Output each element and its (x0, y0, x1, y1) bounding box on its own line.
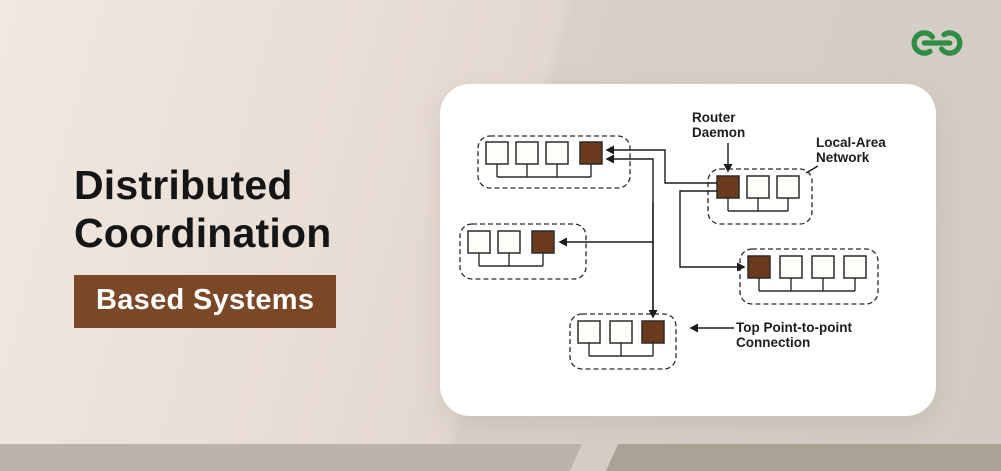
bottom-strip-right (600, 444, 1001, 471)
connection-line-trunk-to-a (605, 154, 654, 315)
computer-node (467, 230, 491, 254)
computer-node (545, 141, 569, 165)
computer-node (746, 175, 770, 199)
lan-group-c (459, 223, 587, 280)
page-title-line2: Coordination (74, 209, 332, 256)
connection-line-b-to-d (679, 190, 746, 272)
router-daemon-node (579, 141, 603, 165)
router-daemon-node (641, 320, 665, 344)
router-daemon-node (531, 230, 555, 254)
lan-group-d (739, 248, 879, 305)
router-daemon-label-line1: Router (692, 110, 736, 125)
lan-label-line1: Local-Area (816, 135, 886, 150)
page-title-line1: Distributed (74, 162, 293, 208)
logo-right-g (937, 30, 963, 56)
computer-node (577, 320, 601, 344)
router-daemon-node (716, 175, 740, 199)
p2p-label-line2: Connection (736, 335, 810, 350)
logo-left-g (911, 30, 937, 56)
lan-label-line2: Network (816, 150, 870, 165)
lan-group-e (569, 313, 677, 370)
network-diagram: Router Daemon Local-Area Network Top Poi… (459, 110, 886, 370)
title-block: Distributed Coordination Based Systems (74, 162, 337, 328)
subtitle-badge: Based Systems (74, 274, 337, 328)
lan-pointer-line (805, 165, 819, 174)
lan-group-a (477, 135, 631, 189)
router-daemon-label-line2: Daemon (692, 125, 745, 140)
p2p-label-line1: Top Point-to-point (736, 320, 852, 335)
computer-node (515, 141, 539, 165)
computer-node (609, 320, 633, 344)
computer-node (779, 255, 803, 279)
lan-d-boundary (739, 248, 879, 305)
computer-node (497, 230, 521, 254)
lan-a-boundary (477, 135, 631, 189)
lan-e-boundary (569, 313, 677, 370)
lan-c-boundary (459, 223, 587, 280)
lan-b-boundary (707, 168, 813, 225)
diagram-card: Router Daemon Local-Area Network Top Poi… (440, 84, 936, 416)
computer-node (811, 255, 835, 279)
computer-node (843, 255, 867, 279)
connection-line-b-to-a (605, 145, 717, 184)
router-daemon-node (747, 255, 771, 279)
computer-node (485, 141, 509, 165)
computer-node (776, 175, 800, 199)
lan-group-b (707, 168, 813, 225)
geeksforgeeks-logo-icon (911, 30, 963, 56)
